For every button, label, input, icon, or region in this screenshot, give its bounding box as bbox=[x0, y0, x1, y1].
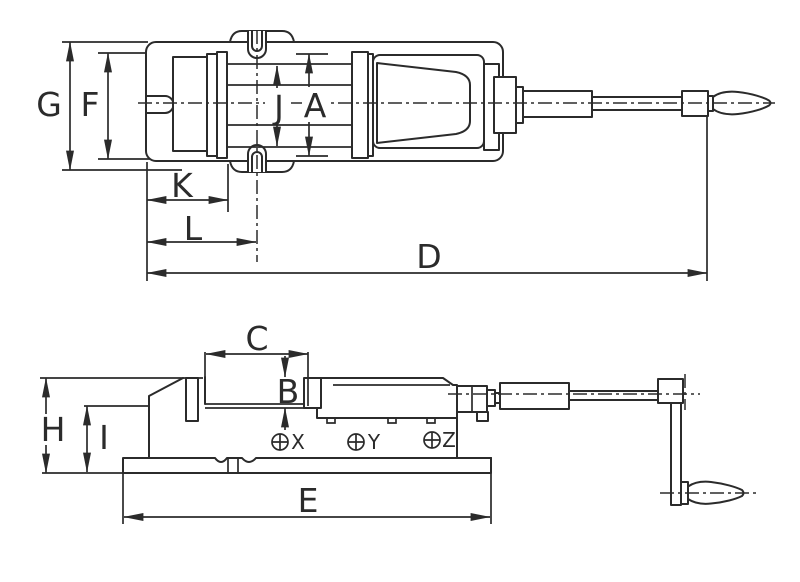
body-underside-tabs bbox=[326, 418, 436, 424]
datum-symbol-y bbox=[347, 433, 365, 451]
movable-jaw-plate-side bbox=[185, 377, 199, 422]
mount-slot-bottom-inner bbox=[251, 151, 263, 173]
dimension-labels: G F J A K L D C B H I E X Y Z bbox=[36, 85, 456, 520]
bearing-tab bbox=[476, 411, 489, 422]
dim-label-h: H bbox=[41, 410, 66, 449]
screw-sleeve-side bbox=[499, 382, 570, 410]
guide-ways-lines bbox=[227, 63, 352, 148]
bearing-step-plan bbox=[515, 86, 524, 124]
dim-label-a: A bbox=[304, 86, 327, 125]
screw-sleeve-plan bbox=[522, 90, 593, 118]
datum-symbol-z bbox=[423, 431, 441, 449]
halo-J bbox=[265, 88, 291, 124]
dim-label-i: I bbox=[99, 418, 109, 457]
dim-label-k: K bbox=[171, 166, 194, 205]
base-keyway-slot bbox=[227, 458, 239, 473]
top-view bbox=[145, 30, 772, 173]
fixed-jaw-body-side bbox=[316, 377, 458, 419]
extension-lines-side-view bbox=[40, 352, 492, 524]
datum-label-y: Y bbox=[367, 430, 381, 454]
datum-cross-y bbox=[348, 434, 364, 450]
fixed-jaw-plate-side bbox=[303, 377, 322, 409]
fixed-jaw-plate-plan bbox=[351, 51, 369, 159]
halo-H bbox=[40, 414, 67, 445]
datum-cross-x bbox=[272, 434, 288, 450]
dim-label-e: E bbox=[298, 481, 319, 520]
dim-label-b: B bbox=[277, 372, 300, 411]
datum-cross-z bbox=[424, 432, 440, 448]
side-view bbox=[122, 376, 745, 506]
movable-jaw-slant bbox=[148, 377, 184, 459]
datum-label-x: X bbox=[291, 430, 305, 454]
dim-label-l: L bbox=[184, 209, 203, 248]
dim-label-j: J bbox=[272, 88, 284, 127]
dim-label-d: D bbox=[416, 237, 441, 276]
crank-arm bbox=[670, 393, 682, 506]
movable-jaw-face-plan bbox=[216, 51, 228, 159]
movable-jaw-plate-plan bbox=[206, 53, 218, 157]
datum-label-z: Z bbox=[442, 428, 456, 452]
handle-hub-side bbox=[657, 378, 684, 404]
movable-jaw-block-plan bbox=[172, 56, 208, 152]
screw-step-side bbox=[486, 389, 496, 407]
swivel-base bbox=[122, 457, 492, 474]
datum-symbol-x bbox=[271, 433, 289, 451]
halo-A bbox=[302, 87, 328, 122]
dim-label-g: G bbox=[36, 85, 62, 124]
dim-label-c: C bbox=[245, 319, 268, 358]
dim-label-f: F bbox=[81, 85, 100, 124]
screw-rod-side bbox=[568, 390, 659, 401]
thrust-bearing-plan bbox=[493, 76, 517, 134]
